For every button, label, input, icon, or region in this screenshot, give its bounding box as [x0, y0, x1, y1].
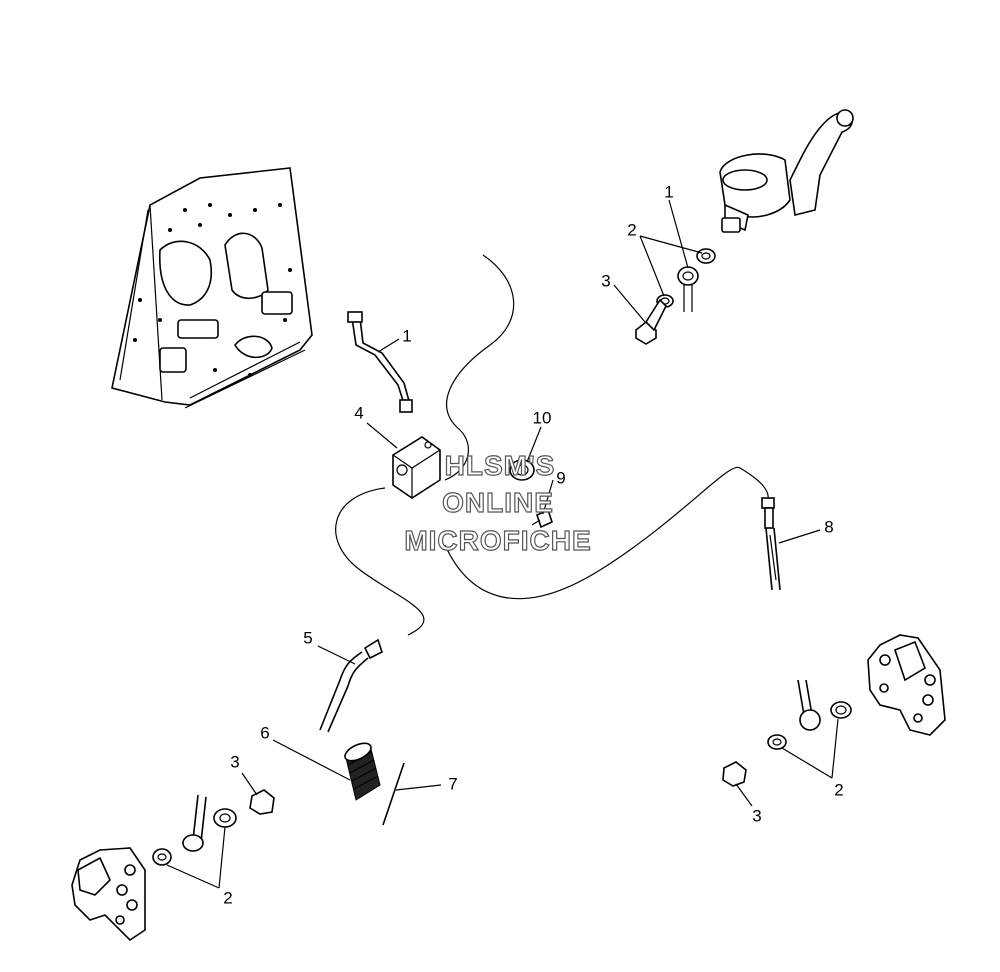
watermark-line-3: MICROFICHE — [404, 525, 591, 556]
callout-9: 9 — [556, 469, 565, 488]
callout-6: 6 — [260, 724, 269, 743]
callout-7: 7 — [448, 775, 457, 794]
callout-1-center: 1 — [402, 327, 411, 346]
watermark-line-2: ONLINE — [442, 487, 554, 518]
left-lower-hardware — [152, 789, 275, 866]
watermark-line-1: HLSM'S — [445, 450, 556, 481]
callout-2-left: 2 — [223, 889, 232, 908]
callout-10: 10 — [533, 409, 552, 428]
top-right-hardware — [635, 248, 716, 345]
frame-panel — [111, 167, 313, 409]
callout-labels: 1 2 3 1 4 10 9 8 5 6 3 7 2 2 3 — [223, 183, 843, 908]
right-lower-hardware — [722, 679, 852, 787]
leader-lines — [166, 199, 839, 889]
callout-3-left: 3 — [230, 753, 239, 772]
pin — [382, 762, 405, 826]
caliper-left — [71, 847, 146, 942]
callout-1-top-right: 1 — [664, 183, 673, 202]
watermark: HLSM'S ONLINE MICROFICHE — [404, 449, 592, 556]
callout-8: 8 — [824, 518, 833, 537]
hose-lines — [335, 254, 769, 636]
callout-3-top-right: 3 — [601, 272, 610, 291]
callout-4: 4 — [354, 404, 363, 423]
callout-2-right: 2 — [834, 781, 843, 800]
caliper-right — [867, 634, 946, 736]
callout-3-right: 3 — [752, 807, 761, 826]
brake-hose-right — [761, 497, 781, 591]
callout-5: 5 — [303, 629, 312, 648]
fittings-9-10 — [509, 459, 553, 529]
distribution-block — [392, 436, 441, 499]
callout-2-top-right: 2 — [627, 221, 636, 240]
brake-hose-left — [319, 638, 383, 733]
spring — [344, 742, 381, 801]
master-cylinder — [719, 109, 854, 233]
